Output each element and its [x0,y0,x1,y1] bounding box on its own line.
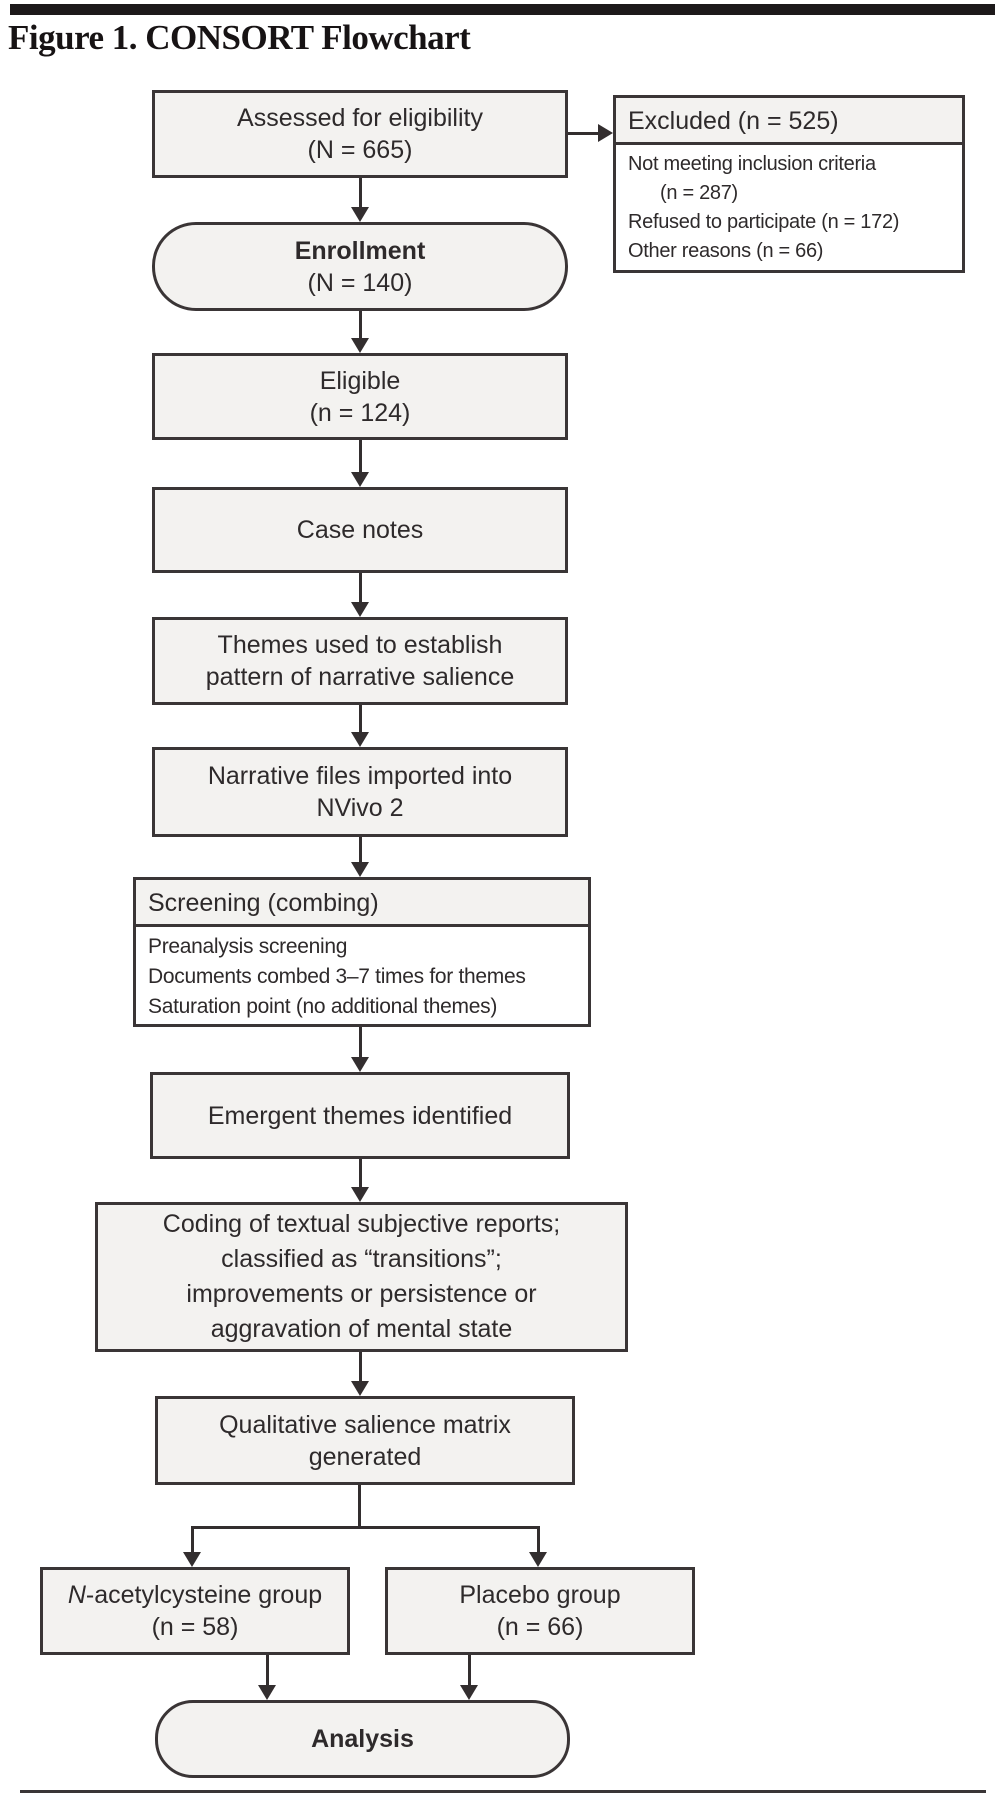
arrow-assessed-to-excluded [568,124,613,142]
node-header: Excluded (n = 525) [616,98,962,145]
arrow-placebo-to-analysis [460,1655,478,1700]
node-text-line: Saturation point (no additional themes) [148,995,498,1018]
arrow-head [529,1552,547,1567]
node-text-line: Case notes [296,516,424,544]
node-text-line: Narrative files imported into [207,762,513,790]
node-narrative-files: Narrative files imported into NVivo 2 [152,747,568,837]
node-text-line: Assessed for eligibility [237,104,483,132]
node-screening: Screening (combing) Preanalysis screenin… [133,877,591,1027]
arrow-head [351,338,369,353]
arrow-themes-to-narrative [351,705,369,747]
node-text-line: Emergent themes identified [207,1101,513,1130]
node-excluded: Excluded (n = 525) Not meeting inclusion… [613,95,965,273]
arrow-shaft [265,1655,269,1685]
node-placebo-group: Placebo group (n = 66) [385,1567,695,1655]
arrow-narrative-to-screening [351,837,369,877]
arrow-head [351,472,369,487]
node-nac-group: N-acetylcysteine group (n = 58) [40,1567,350,1655]
arrow-screening-to-emergent [351,1027,369,1072]
node-text-line: (n = 66) [496,1613,584,1641]
node-text-line: Coding of textual subjective reports; [162,1210,561,1238]
arrow-shaft [358,1352,362,1381]
arrow-shaft [358,440,362,472]
node-text-line: generated [308,1442,422,1471]
node-themes-pattern: Themes used to establish pattern of narr… [152,617,568,705]
arrow-split-to-placebo-group [529,1526,547,1567]
arrow-head [351,732,369,747]
node-text-line: Analysis [311,1725,414,1753]
arrow-head [351,1187,369,1202]
arrow-head [460,1685,478,1700]
arrow-case-notes-to-themes [351,573,369,617]
node-text-line: Placebo group [459,1581,621,1609]
node-text-line: (n = 287) [660,182,738,204]
node-text-line: Eligible [319,366,401,395]
node-text-line: Themes used to establish [217,631,503,659]
nac-italic-n: N [67,1581,86,1609]
node-eligible: Eligible (n = 124) [152,353,568,440]
arrow-head [183,1552,201,1567]
node-text-line: (n = 58) [151,1613,239,1641]
arrow-shaft [358,1027,362,1057]
node-qualitative-matrix: Qualitative salience matrix generated [155,1396,575,1485]
arrow-shaft [358,311,362,338]
arrow-shaft [358,178,362,207]
node-header: Screening (combing) [136,880,588,927]
arrow-head [351,207,369,222]
connector-split-stem [358,1485,361,1527]
node-text-line: Refused to participate (n = 172) [628,211,900,233]
arrow-eligible-to-case-notes [351,440,369,487]
arrow-shaft [536,1526,540,1552]
node-analysis: Analysis [155,1700,570,1778]
node-emergent-themes: Emergent themes identified [150,1072,570,1159]
arrow-shaft [568,131,598,135]
node-text-line: improvements or persistence or [186,1280,537,1308]
arrow-head [351,602,369,617]
node-text-line: classified as “transitions”; [221,1245,502,1273]
arrow-head [351,862,369,877]
bottom-rule-bar [20,1790,986,1793]
arrow-enrollment-to-eligible [351,311,369,353]
arrow-shaft [467,1655,471,1685]
node-text-line: (n = 124) [309,398,411,427]
figure-title: Figure 1. CONSORT Flowchart [8,18,471,57]
nac-label-rest: -acetylcysteine group [85,1581,323,1609]
node-text-line: Other reasons (n = 66) [628,240,824,262]
node-text-line: (N = 665) [307,136,413,164]
node-text-line: aggravation of mental state [210,1315,513,1343]
arrow-head [598,124,613,142]
arrow-emergent-to-coding [351,1159,369,1202]
node-text-line: NVivo 2 [316,794,404,822]
arrow-head [351,1381,369,1396]
arrow-coding-to-qualitative [351,1352,369,1396]
node-coding-reports: Coding of textual subjective reports; cl… [95,1202,628,1352]
arrow-shaft [358,1159,362,1187]
node-text-line: pattern of narrative salience [205,663,515,691]
arrow-shaft [358,705,362,732]
arrow-shaft [190,1526,194,1552]
top-rule-bar [10,4,995,15]
node-enrollment: Enrollment (N = 140) [152,222,568,311]
arrow-nac-to-analysis [258,1655,276,1700]
arrow-head [351,1057,369,1072]
arrow-shaft [358,573,362,602]
node-assessed-for-eligibility: Assessed for eligibility (N = 665) [152,90,568,178]
node-text-line: Enrollment [294,236,426,265]
node-text-line: Qualitative salience matrix [219,1410,511,1439]
node-text-line: Preanalysis screening [148,935,348,958]
arrow-assessed-to-enrollment [351,178,369,222]
node-text-line: N-acetylcysteine group [68,1579,322,1611]
node-text-line: (N = 140) [307,268,413,297]
node-case-notes: Case notes [152,487,568,573]
arrow-head [258,1685,276,1700]
arrow-split-to-nac-group [183,1526,201,1567]
connector-split-crossbar [191,1526,540,1529]
node-text-line: Not meeting inclusion criteria [628,153,876,175]
node-text-line: Documents combed 3–7 times for themes [148,965,526,988]
arrow-shaft [358,837,362,862]
